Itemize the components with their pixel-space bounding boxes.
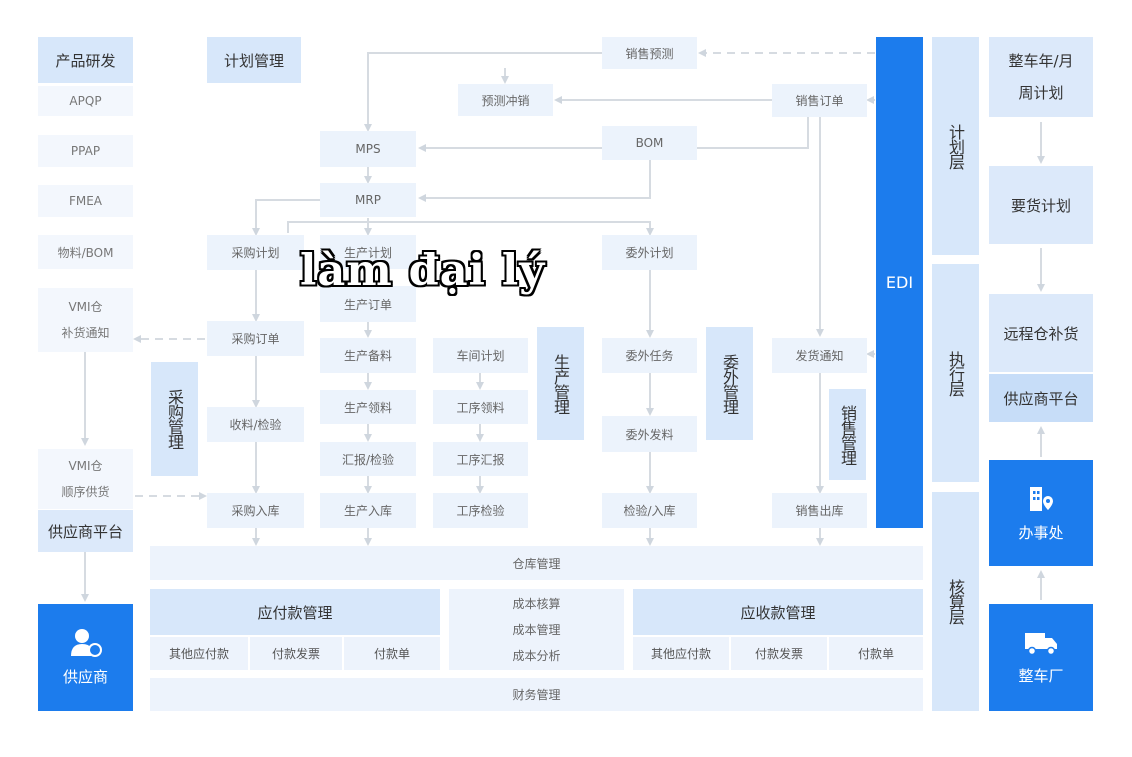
outsourcing-plan: 委外计划 (602, 235, 697, 270)
receivable-title: 应收款管理 (633, 589, 923, 635)
workshop-check: 工序检验 (433, 493, 528, 528)
costing-box: 成本核算成本管理成本分析 (449, 589, 624, 670)
outsourcing-issue: 委外发料 (602, 416, 697, 452)
sales-forecast: 销售预测 (602, 37, 697, 69)
mrp-box: MRP (320, 183, 416, 217)
rd-material-bom: 物料/BOM (38, 235, 133, 269)
purchase-section-label: 采购管理 (151, 362, 198, 476)
purchase-order: 采购订单 (207, 321, 304, 356)
supplier-platform-right: 供应商平台 (989, 374, 1093, 422)
supplier-platform-left: 供应商平台 (38, 510, 133, 552)
receivable-item-invoice: 付款发票 (731, 637, 827, 670)
purchase-inbound: 采购入库 (207, 493, 304, 528)
payable-title: 应付款管理 (150, 589, 440, 635)
outsourcing-inbound: 检验/入库 (602, 493, 697, 528)
supplier-box: 供应商 (38, 604, 133, 711)
oem-box: 整车厂 (989, 604, 1093, 711)
edge-bom-mrp (418, 160, 651, 202)
vmi-sequence: VMI仓顺序供货 (38, 449, 133, 509)
rd-title: 产品研发 (38, 37, 133, 83)
rd-fmea: FMEA (38, 185, 133, 217)
edge-mrp-branch (287, 221, 654, 236)
vehicle-plan: 整车年/月周计划 (989, 37, 1093, 117)
supplier-icon (70, 629, 102, 657)
plan-management: 计划管理 (207, 37, 301, 83)
purchase-plan: 采购计划 (207, 235, 304, 270)
sales-section-label: 销售管理 (829, 389, 866, 480)
outsourcing-section-label: 委外管理 (706, 327, 753, 440)
outsourcing-task: 委外任务 (602, 338, 697, 373)
payable-item-other: 其他应付款 (150, 637, 248, 670)
production-report: 汇报/检验 (320, 442, 416, 476)
receivable-item-slip: 付款单 (829, 637, 923, 670)
rd-ppap: PPAP (38, 135, 133, 167)
ship-notice: 发货通知 (772, 338, 867, 373)
production-inbound: 生产入库 (320, 493, 416, 528)
layer-plan: 计划层 (932, 37, 979, 255)
layer-exec: 执行层 (932, 264, 979, 482)
truck-icon (1025, 633, 1057, 656)
purchase-receive: 收料/检验 (207, 407, 304, 442)
mps-box: MPS (320, 131, 416, 167)
payable-item-invoice: 付款发票 (250, 637, 342, 670)
edi-bar: EDI (876, 37, 923, 528)
edge-mrp-purchase (252, 199, 320, 236)
warehouse-management: 仓库管理 (150, 546, 923, 580)
production-order: 生产订单 (320, 286, 416, 322)
forecast-offset: 预测冲销 (458, 84, 553, 116)
production-section-label: 生产管理 (537, 327, 584, 440)
sales-order: 销售订单 (772, 84, 867, 117)
vmi-replenish: VMI仓补货通知 (38, 288, 133, 352)
layer-acct: 核算层 (932, 492, 979, 711)
building-icon (1030, 486, 1053, 511)
workshop-pick: 工序领料 (433, 390, 528, 424)
workshop-report: 工序汇报 (433, 442, 528, 476)
bom-box: BOM (602, 126, 697, 160)
payable-item-slip: 付款单 (344, 637, 440, 670)
finance-management: 财务管理 (150, 678, 923, 711)
receivable-item-other: 其他应付款 (633, 637, 729, 670)
demand-plan: 要货计划 (989, 166, 1093, 244)
production-pick: 生产领料 (320, 390, 416, 424)
workshop-plan: 车间计划 (433, 338, 528, 373)
watermark-text: làm đại lý (300, 246, 546, 296)
office-box: 办事处 (989, 460, 1093, 566)
production-plan: 生产计划 (320, 235, 416, 269)
rd-apqp: APQP (38, 86, 133, 116)
remote-warehouse-replenish: 远程仓补货 (989, 294, 1093, 372)
sales-outbound: 销售出库 (772, 493, 867, 528)
production-prep: 生产备料 (320, 338, 416, 373)
